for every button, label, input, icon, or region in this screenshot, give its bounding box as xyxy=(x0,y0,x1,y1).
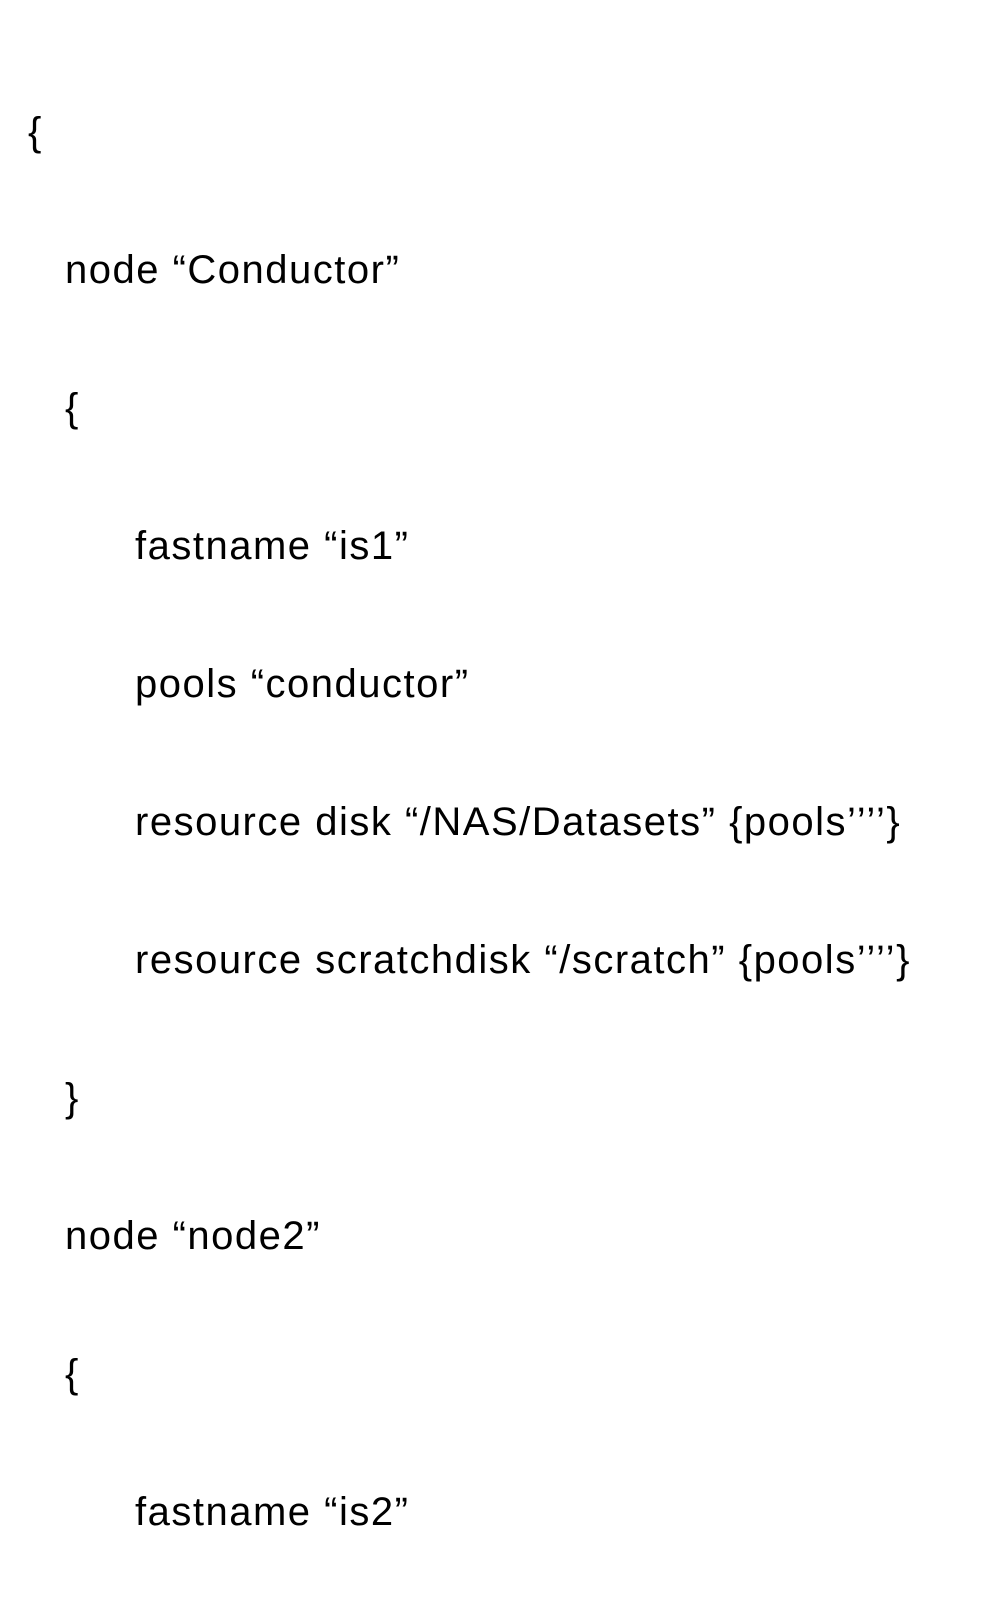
code-line: { xyxy=(28,110,43,154)
code-line: fastname “is2” xyxy=(135,1490,410,1534)
code-line: node “Conductor” xyxy=(65,248,401,292)
code-line: } xyxy=(65,1076,80,1120)
config-code-block: { node “Conductor” { fastname “is1” pool… xyxy=(28,18,988,1620)
code-line: resource scratchdisk “/scratch” {pools’’… xyxy=(135,938,911,982)
code-line: resource disk “/NAS/Datasets” {pools’’’’… xyxy=(135,800,902,844)
code-line: fastname “is1” xyxy=(135,524,410,568)
code-line: pools “conductor” xyxy=(135,662,470,706)
code-line: { xyxy=(65,1352,80,1396)
code-line: { xyxy=(65,386,80,430)
code-line: node “node2” xyxy=(65,1214,321,1258)
